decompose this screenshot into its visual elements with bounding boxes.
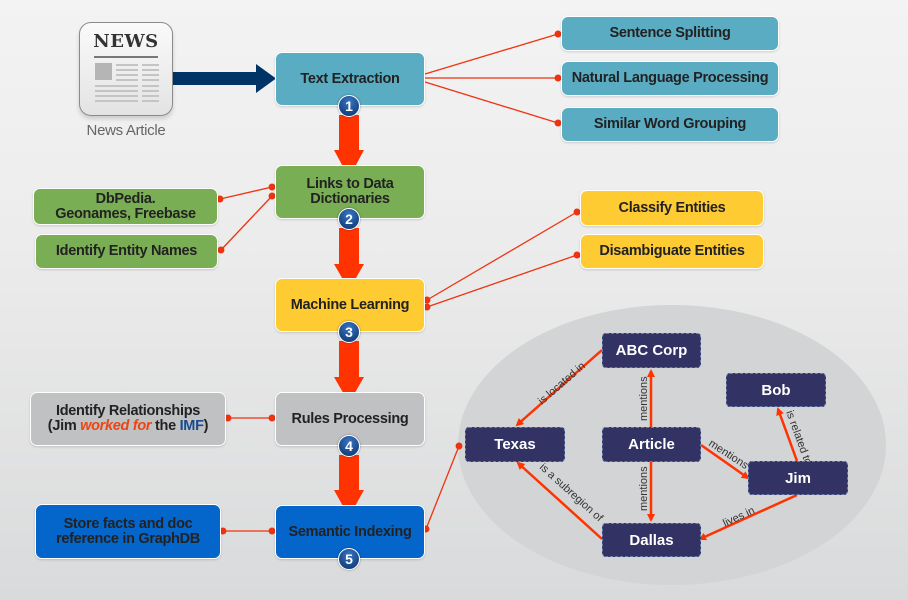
newspaper-line: [142, 64, 159, 66]
connector-indexing-graphdb: [219, 527, 276, 535]
edge-dallas-texas: [516, 461, 603, 540]
detail-natural-language-processing: Natural Language Processing: [561, 61, 779, 96]
detail-line1: Store facts and doc: [63, 515, 193, 532]
newspaper-line: [95, 100, 138, 102]
step-label: Text Extraction: [300, 70, 400, 87]
flow-arrow-1-2: [334, 115, 364, 178]
newspaper-line: [142, 85, 159, 87]
detail-middle: the: [151, 418, 180, 434]
newspaper-line: [95, 85, 138, 87]
detail-classify-entities: Classify Entities: [580, 190, 764, 226]
newspaper-line: [116, 69, 138, 71]
detail-line2: reference in GraphDB: [56, 530, 200, 547]
newspaper-title: NEWS: [93, 31, 159, 52]
newspaper-line: [116, 64, 138, 66]
connector-indexing-graph: [422, 442, 463, 533]
connector-ml-disambiguate: [423, 251, 581, 311]
step-label-line2: Dictionaries: [310, 191, 390, 207]
source-arrow: [173, 64, 276, 93]
connector-links-entity-names: [217, 192, 276, 254]
edge-jim-dallas: [698, 493, 798, 541]
connector-ml-classify: [423, 208, 581, 304]
newspaper-line: [95, 90, 138, 92]
edge-label-mentions-down: mentions: [638, 466, 650, 511]
newspaper-line: [142, 79, 159, 81]
detail-line2: (Jim worked for the IMF): [47, 418, 209, 434]
graph-node-article: Article: [602, 427, 701, 462]
graph-node-jim: Jim: [748, 461, 848, 495]
connector-text-extraction-nlp: [425, 74, 562, 82]
edge-jim-bob: [776, 407, 799, 462]
connector-links-dbpedia: [216, 183, 276, 203]
newspaper-line: [142, 90, 159, 92]
detail-close: ): [203, 418, 209, 434]
graph-node-dallas: Dallas: [602, 523, 701, 557]
newspaper-photo: [95, 63, 112, 80]
step-badge-1: 1: [338, 95, 360, 117]
detail-line1: Identify Relationships: [55, 403, 201, 419]
newspaper-line: [142, 100, 159, 102]
detail-store-facts-graphdb: Store facts and doc reference in GraphDB: [35, 504, 221, 559]
flow-arrow-3-4: [334, 341, 364, 403]
news-article-caption: News Article: [86, 122, 166, 139]
connector-rules-relationships: [224, 414, 276, 422]
detail-identify-entity-names: Identify Entity Names: [35, 234, 218, 269]
detail-sentence-splitting: Sentence Splitting: [561, 16, 779, 51]
detail-similar-word-grouping: Similar Word Grouping: [561, 107, 779, 142]
step-semantic-indexing: Semantic Indexing: [275, 505, 425, 559]
newspaper-rule: [94, 56, 158, 58]
edge-label-mentions-up: mentions: [638, 376, 650, 421]
step-label: Machine Learning: [290, 296, 410, 313]
flow-arrow-2-3: [334, 228, 364, 290]
newspaper-line: [95, 95, 138, 97]
step-label: Rules Processing: [291, 410, 409, 427]
newspaper-line: [142, 74, 159, 76]
detail-disambiguate-entities: Disambiguate Entities: [580, 234, 764, 269]
graph-node-abc-corp: ABC Corp: [602, 333, 701, 368]
step-label: Semantic Indexing: [288, 523, 412, 540]
graph-node-bob: Bob: [726, 373, 826, 407]
flow-arrow-4-5: [334, 455, 364, 517]
entity-highlight: IMF: [179, 418, 204, 434]
connector-text-extraction-sentence: [424, 30, 562, 75]
detail-dbpedia-geonames-freebase: DbPedia. Geonames, Freebase: [33, 188, 218, 225]
newspaper-line: [142, 69, 159, 71]
graph-node-texas: Texas: [465, 427, 565, 462]
step-badge-5: 5: [338, 548, 360, 570]
edge-article-jim: [700, 443, 750, 480]
detail-identify-relationships: Identify Relationships (Jim worked for t…: [30, 392, 226, 446]
detail-line2: Geonames, Freebase: [55, 205, 196, 222]
detail-open: (Jim: [47, 418, 81, 434]
newspaper-line: [142, 95, 159, 97]
step-label-line1: Links to Data: [306, 176, 394, 192]
relationship-highlight: worked for: [80, 418, 152, 434]
newspaper-icon: NEWS: [79, 22, 173, 116]
step-badge-4: 4: [338, 435, 360, 457]
newspaper-line: [116, 74, 138, 76]
connector-text-extraction-grouping: [424, 81, 562, 127]
edge-abccorp-texas: [515, 349, 603, 427]
newspaper-line: [116, 79, 138, 81]
detail-line1: DbPedia.: [95, 190, 156, 207]
step-badge-3: 3: [338, 321, 360, 343]
step-badge-2: 2: [338, 208, 360, 230]
